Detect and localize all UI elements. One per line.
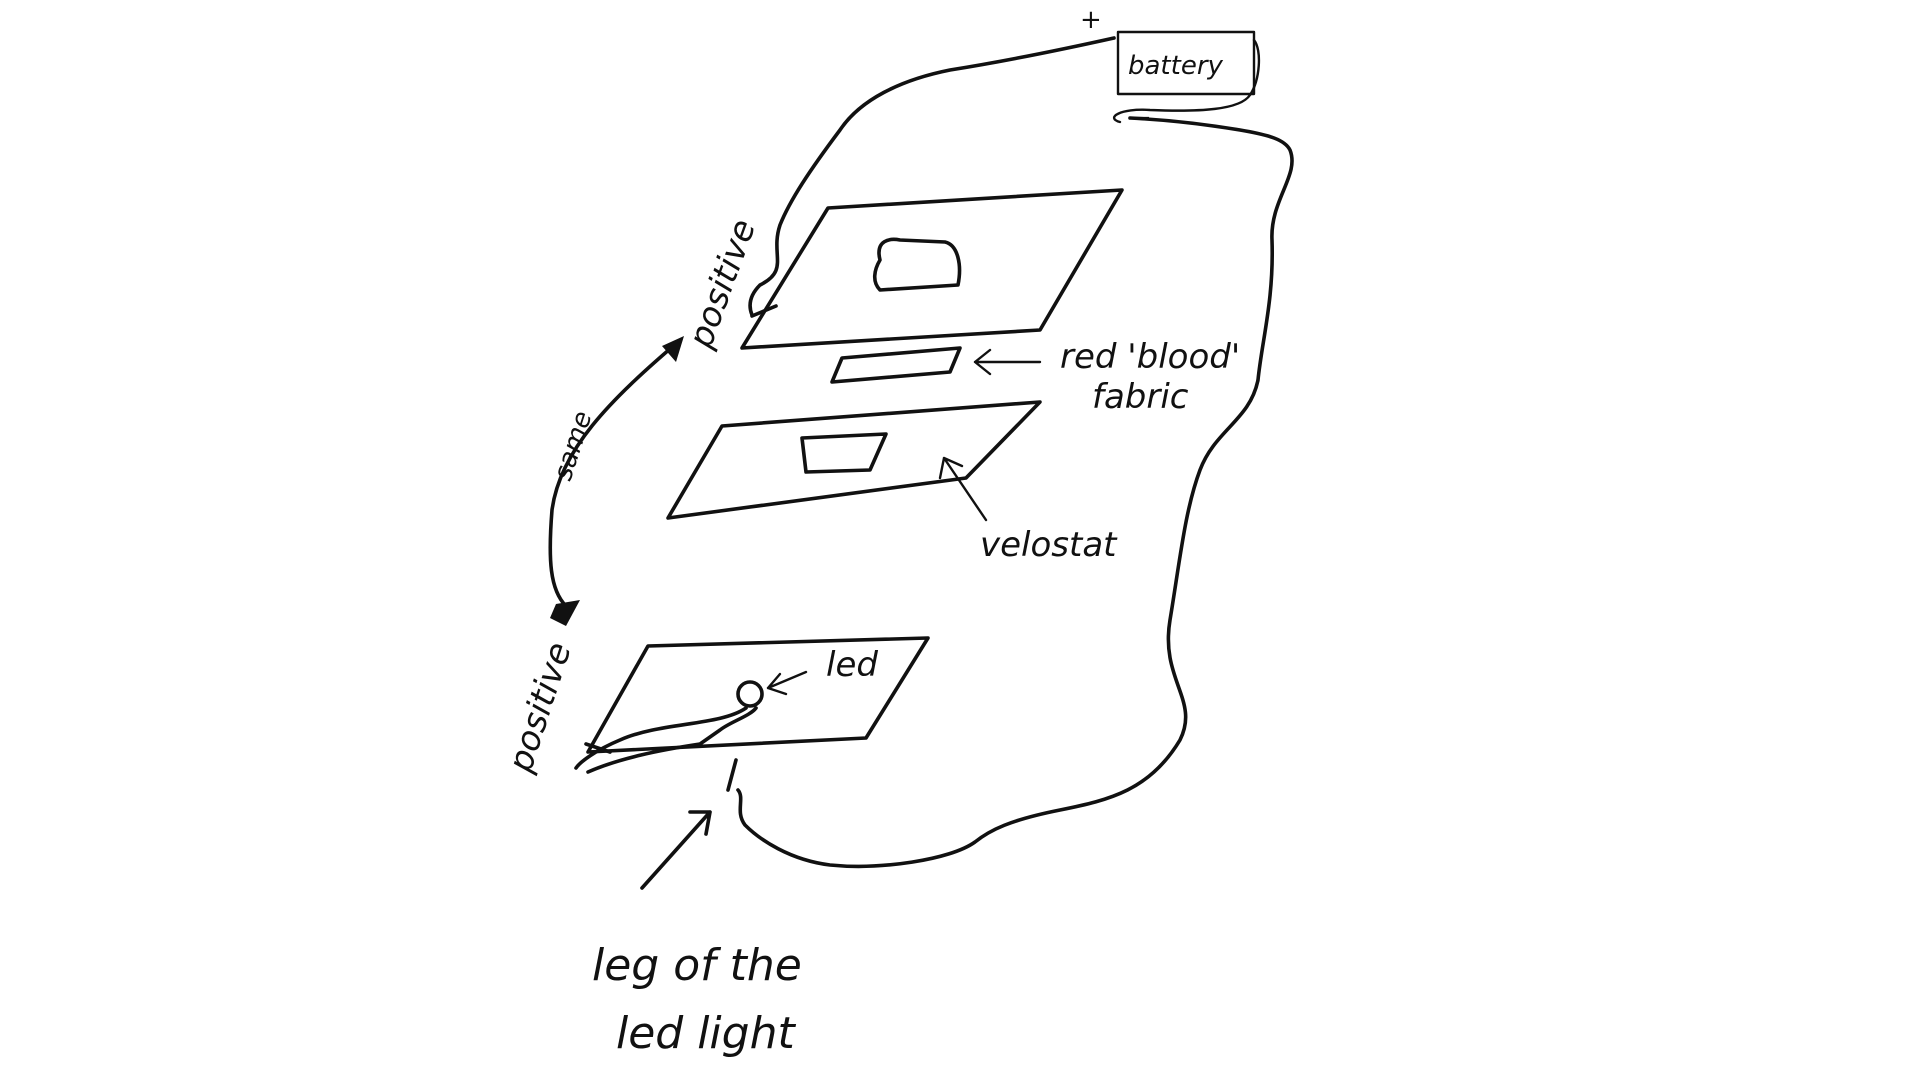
velostat-arrow <box>938 456 988 522</box>
top-layer-connector <box>750 304 778 318</box>
red-fabric-strip <box>830 346 962 384</box>
battery-plus-label: + <box>1080 5 1102 35</box>
top-layer-sheet <box>740 188 1124 350</box>
leg-label-line1: leg of the <box>592 940 802 991</box>
velostat-pad <box>800 432 888 474</box>
velostat-label: velostat <box>980 525 1118 565</box>
same-arrow-head-top <box>662 336 684 362</box>
same-label: same <box>548 408 598 485</box>
ground-wire <box>736 116 1294 869</box>
led-bulb <box>736 680 764 708</box>
battery-box <box>1116 30 1256 96</box>
battery-label: battery <box>1128 51 1224 81</box>
same-connector-curve <box>548 340 680 608</box>
led-leg <box>726 758 738 792</box>
led-wire-negative <box>586 706 758 774</box>
led-label: led <box>826 645 878 685</box>
top-layer-pad <box>872 237 962 292</box>
battery-minus-label: − <box>1130 103 1152 133</box>
velostat-sheet <box>666 400 1042 520</box>
red-fabric-label-line2: fabric <box>1092 377 1189 417</box>
leg-arrow <box>640 810 712 890</box>
red-fabric-label-line1: red 'blood' <box>1060 337 1240 377</box>
bottom-layer-connector <box>584 742 612 754</box>
red-fabric-arrow <box>973 348 1042 376</box>
same-arrow-head-bottom <box>550 600 580 626</box>
battery-terminal-wire <box>1112 38 1261 124</box>
positive-bottom-label: positive <box>500 638 580 778</box>
battery-wire <box>748 36 1116 317</box>
led-wire-positive <box>574 706 748 770</box>
leg-label-line2: led light <box>616 1008 796 1059</box>
led-arrow <box>766 670 808 696</box>
bottom-layer-sheet <box>586 636 930 754</box>
